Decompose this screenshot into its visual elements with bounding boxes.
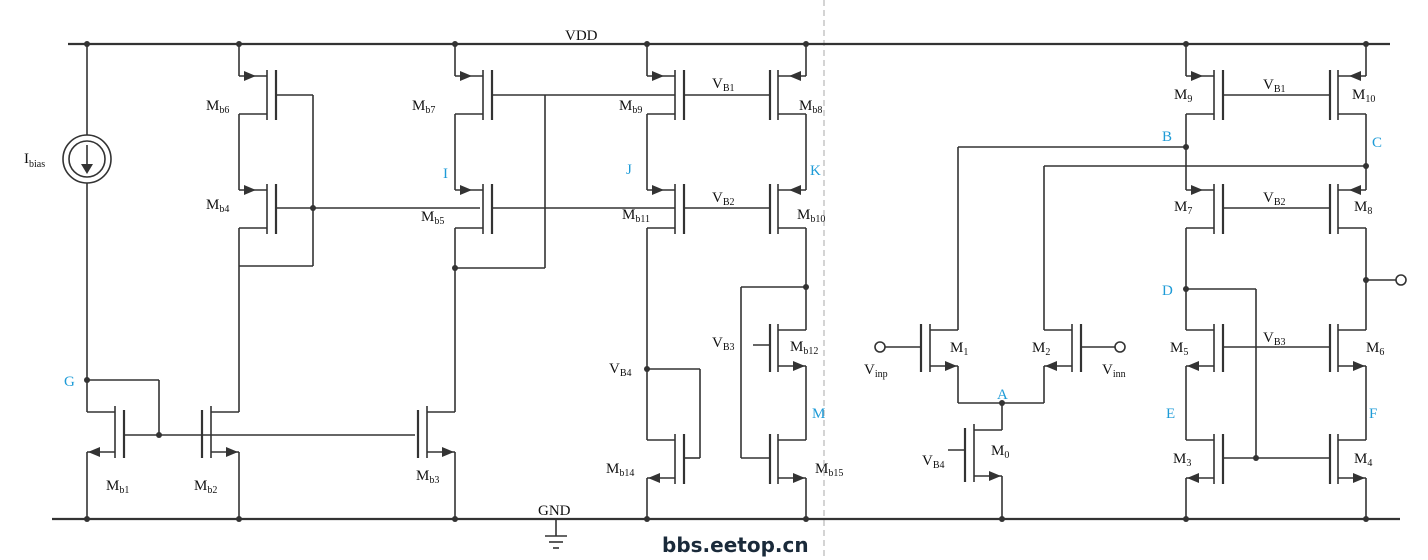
m10-label: M10 — [1352, 87, 1375, 105]
node-a-label: A — [997, 387, 1008, 403]
node-e-label: E — [1166, 406, 1175, 422]
m5-m6-group — [1185, 288, 1367, 458]
vb2-right-label: VB2 — [1263, 190, 1286, 208]
mb12-mb15-group — [740, 286, 807, 519]
mb6-mb4-group — [238, 44, 480, 267]
mb14-label: Mb14 — [606, 461, 634, 479]
node-c-label: C — [1372, 135, 1382, 151]
m8-label: M8 — [1354, 199, 1372, 217]
ibias-label: Ibias — [24, 151, 45, 170]
mb9-label: Mb9 — [619, 98, 642, 116]
mb12-label: Mb12 — [790, 339, 818, 357]
mb1-label: Mb1 — [106, 478, 129, 496]
node-i-label: I — [443, 166, 448, 182]
mb-mirror-group — [86, 266, 456, 519]
current-source-icon — [62, 44, 112, 412]
junction-dots — [84, 41, 1369, 522]
node-k-label: K — [810, 163, 821, 179]
mb7-mb5-group — [454, 44, 675, 269]
m2-label: M2 — [1032, 340, 1050, 358]
m5-label: M5 — [1170, 340, 1188, 358]
m3-m4-group — [1185, 434, 1367, 519]
vb3-right-label: VB3 — [1263, 330, 1286, 348]
fold-wires — [957, 146, 1366, 330]
node-j-label: J — [626, 162, 632, 178]
vdd-label: VDD — [565, 28, 598, 44]
m1-label: M1 — [950, 340, 968, 358]
mb5-label: Mb5 — [421, 209, 444, 227]
vb1-right-label: VB1 — [1263, 77, 1286, 95]
mb8-mb11-group — [646, 44, 807, 440]
ground-symbol-icon — [545, 519, 567, 549]
m4-label: M4 — [1354, 451, 1372, 469]
node-b-label: B — [1162, 129, 1172, 145]
node-g-label: G — [64, 374, 75, 390]
m0-m1-m2-group — [874, 324, 1126, 519]
mb2-label: Mb2 — [194, 478, 217, 496]
m0-label: M0 — [991, 443, 1009, 461]
node-f-label: F — [1369, 406, 1377, 422]
vb3-left-label: VB3 — [712, 335, 735, 353]
mb11-label: Mb11 — [622, 207, 650, 225]
vb4-right-label: VB4 — [922, 453, 945, 471]
mb4-label: Mb4 — [206, 197, 229, 215]
node-d-label: D — [1162, 283, 1173, 299]
vb2-left-label: VB2 — [712, 190, 735, 208]
mb3-label: Mb3 — [416, 468, 439, 486]
node-m-label: M — [812, 406, 825, 422]
mb8-label: Mb8 — [799, 98, 822, 116]
m3-label: M3 — [1173, 451, 1191, 469]
mb14-group — [646, 368, 701, 519]
m9-label: M9 — [1174, 87, 1192, 105]
vb1-left-label: VB1 — [712, 76, 735, 94]
vinp-label: Vinp — [864, 362, 888, 380]
mb7-label: Mb7 — [412, 98, 435, 116]
mb10-label: Mb10 — [797, 207, 825, 225]
watermark: bbs.eetop.cn — [662, 533, 809, 557]
mb6-label: Mb6 — [206, 98, 229, 116]
m7-m8-group — [1185, 184, 1407, 330]
vb4-left-label: VB4 — [609, 361, 632, 379]
mb15-label: Mb15 — [815, 461, 843, 479]
m6-label: M6 — [1366, 340, 1384, 358]
gnd-label: GND — [538, 503, 571, 519]
m9-m10-group — [1185, 44, 1367, 190]
m7-label: M7 — [1174, 199, 1192, 217]
vinn-label: Vinn — [1102, 362, 1126, 380]
